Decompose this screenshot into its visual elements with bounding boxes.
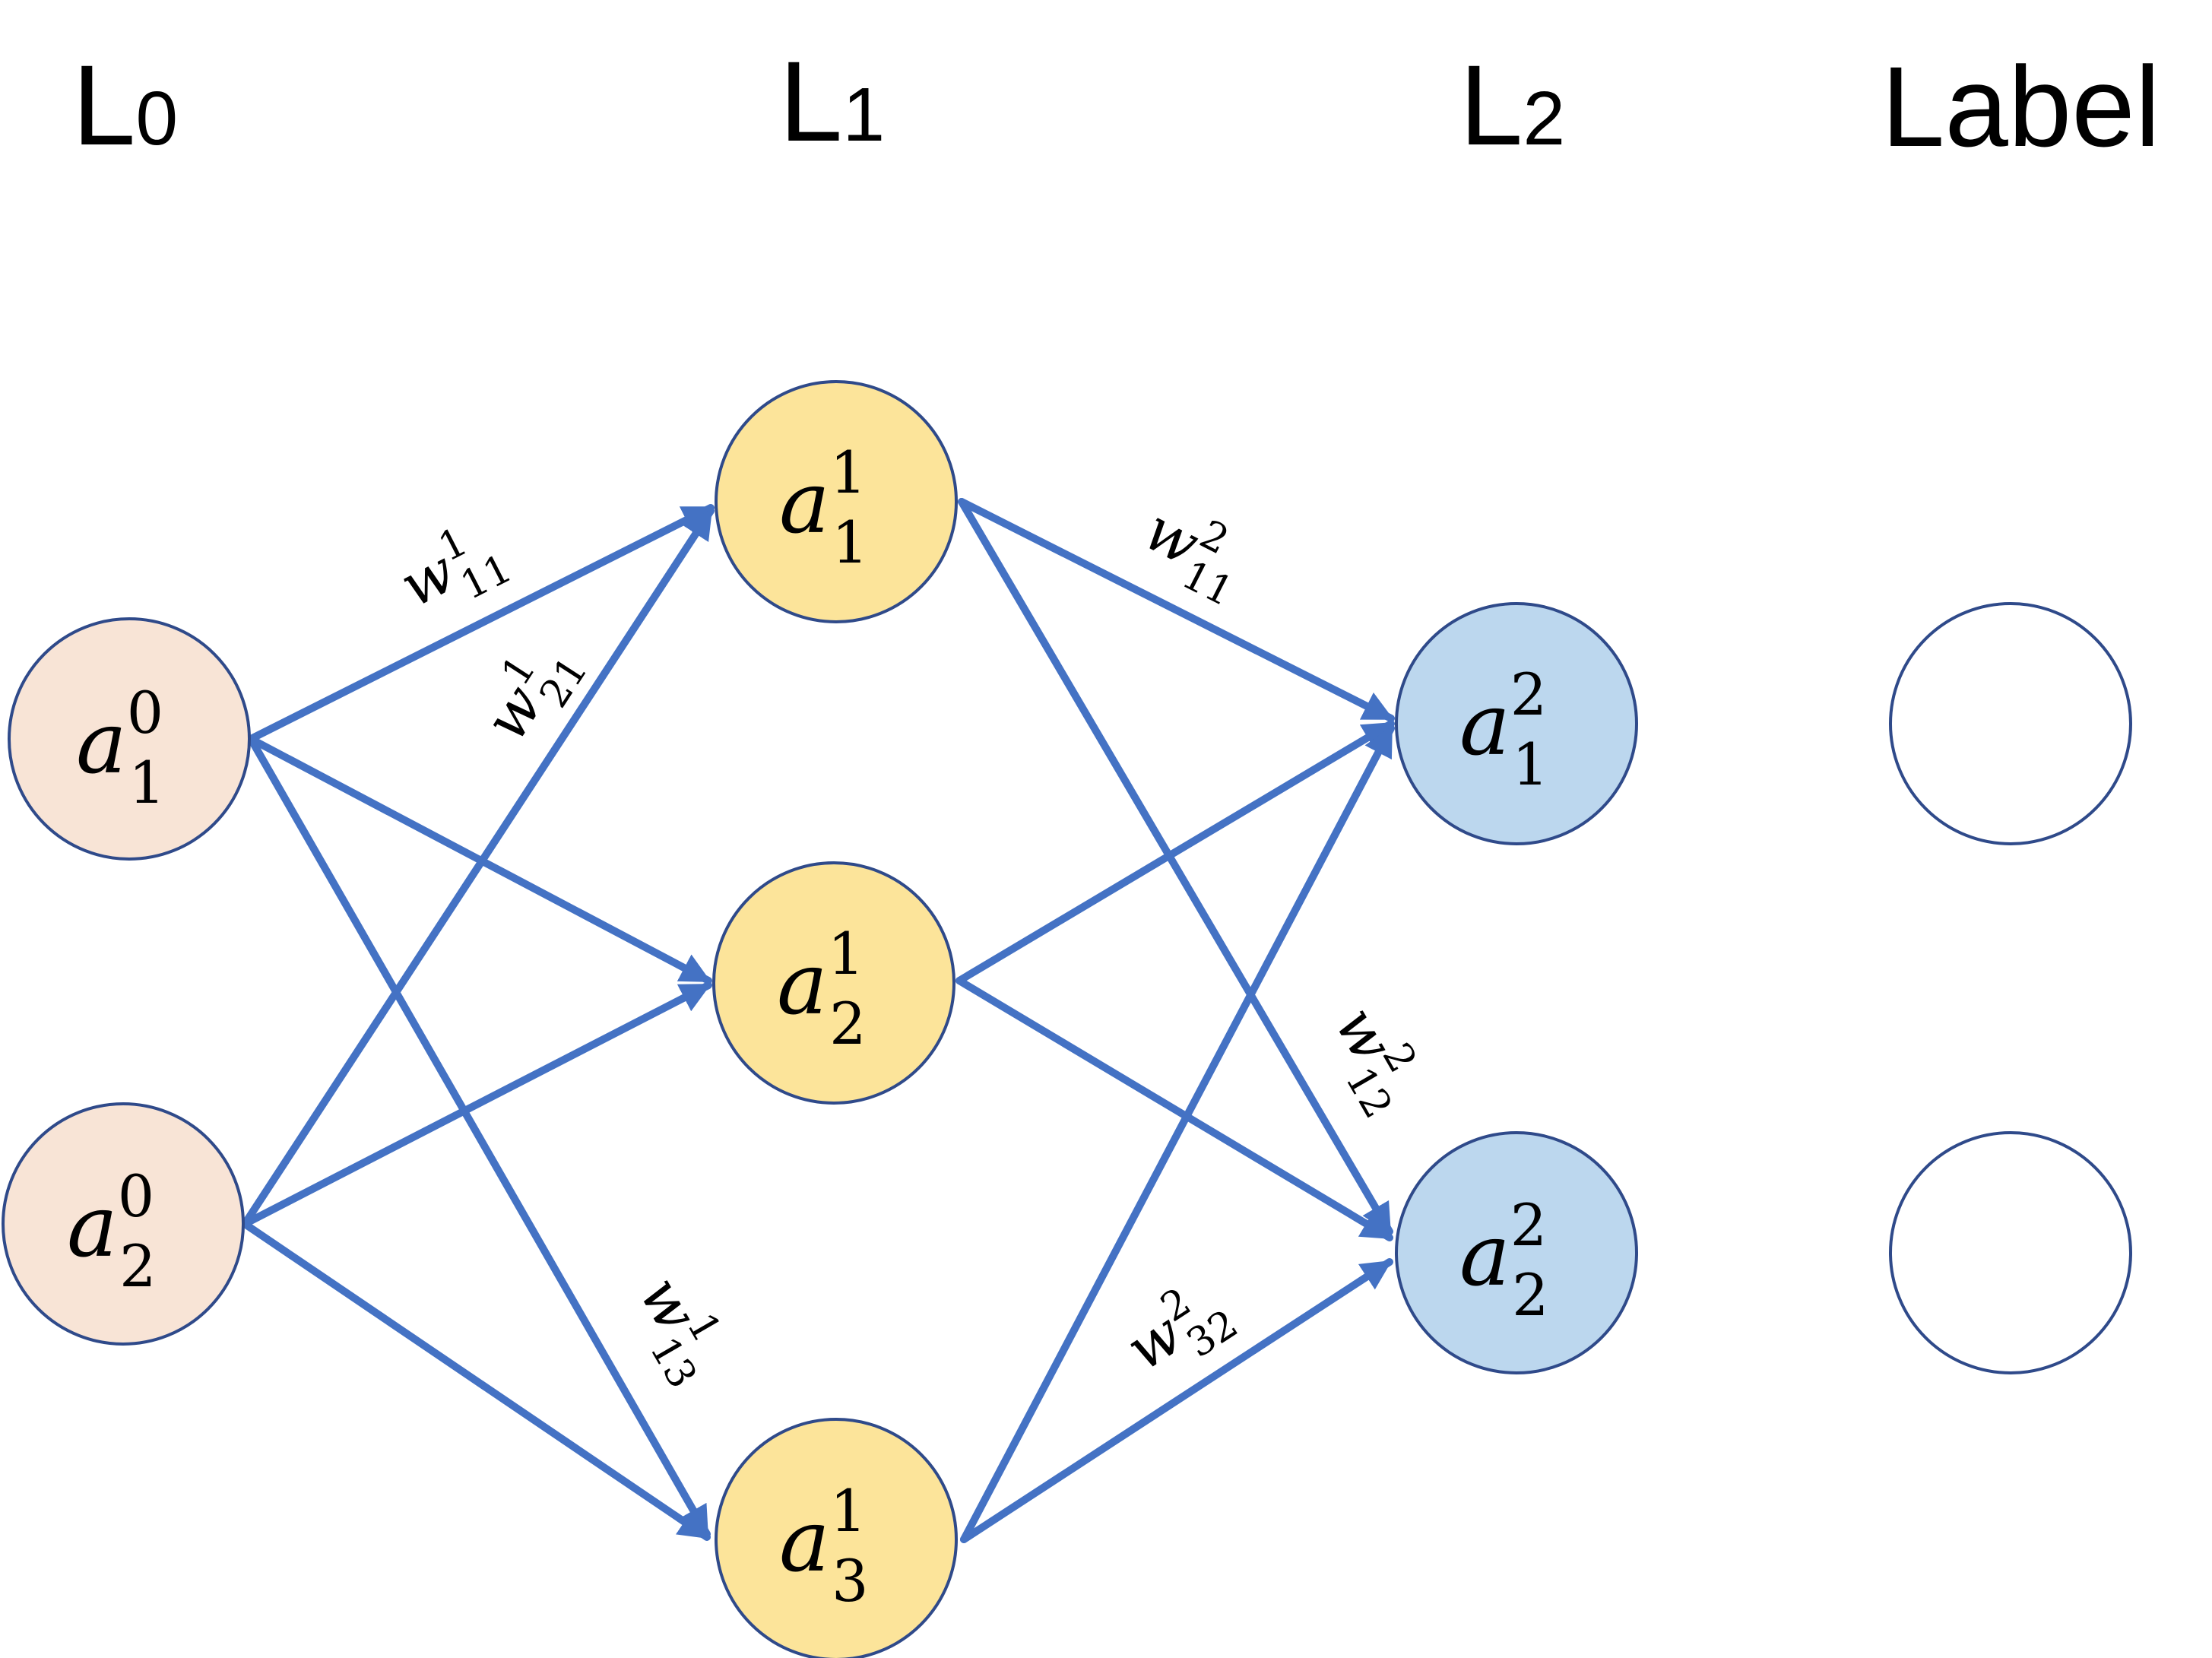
- edge-a11-a22: [958, 498, 1393, 1235]
- node-circle: [712, 861, 955, 1105]
- layer-title-L0: L0: [72, 41, 178, 169]
- node-circle: [715, 1418, 958, 1658]
- weight-label-w121: w121: [465, 625, 597, 760]
- edge-a12-a22: [955, 977, 1393, 1241]
- edge-a11-a21: [958, 498, 1395, 722]
- edge-a02-a13: [241, 1220, 711, 1541]
- node-circle: [2, 1102, 245, 1346]
- edge-a02-a11: [241, 507, 715, 1228]
- edge-a12-a21: [955, 720, 1395, 984]
- edge-a02-a12: [241, 981, 712, 1228]
- edge-a01-a11: [247, 504, 715, 743]
- weight-label-w212: w212: [1310, 992, 1439, 1127]
- label-node-1: [1889, 602, 2132, 845]
- node-circle: [1395, 602, 1638, 845]
- layer-title-label: Label: [1881, 43, 2160, 170]
- label-node-2: [1889, 1131, 2132, 1374]
- edges: [241, 498, 1395, 1543]
- edge-a01-a13: [247, 735, 711, 1538]
- node-circle: [715, 380, 958, 623]
- weight-label-w113: w113: [614, 1262, 743, 1396]
- node-circle: [1395, 1131, 1638, 1374]
- layer-title-L2: L2: [1459, 41, 1565, 169]
- edge-a13-a21: [960, 724, 1395, 1543]
- layer-titles: L0 L1 L2 Label: [72, 37, 2160, 170]
- node-circle: [8, 617, 251, 861]
- weight-label-w232: w232: [1111, 1264, 1246, 1396]
- layer-title-L1: L1: [779, 37, 885, 165]
- edge-a13-a22: [960, 1258, 1393, 1543]
